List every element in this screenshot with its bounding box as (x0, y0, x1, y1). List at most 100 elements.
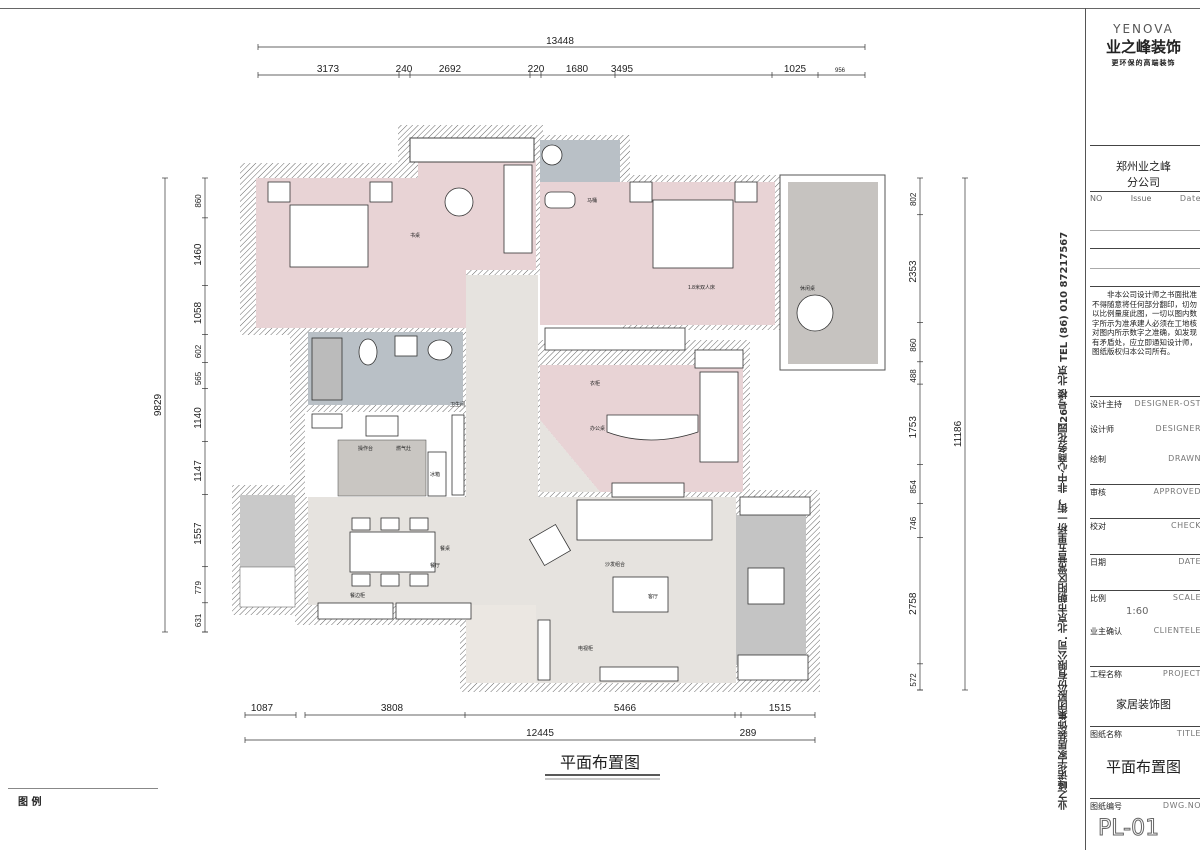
sofa (577, 500, 712, 540)
walk-in-closet (410, 138, 534, 162)
nightstand (735, 182, 757, 202)
slogan: 更环保的高端装饰 (1086, 58, 1200, 68)
legend-title: 图 例 (18, 793, 158, 808)
washer (395, 336, 417, 356)
office-desk (607, 415, 698, 440)
dimension-text: 3173 (317, 64, 340, 75)
balcony (788, 182, 878, 364)
toilet (359, 339, 377, 365)
dimension-text: 13448 (546, 36, 574, 47)
wardrobe (504, 165, 532, 253)
nightstand (630, 182, 652, 202)
label-fridge: 冰箱 (430, 471, 440, 478)
dimension-text: 779 (194, 581, 203, 595)
dimension-text: 3808 (381, 703, 404, 714)
dimension-text: 5466 (614, 703, 637, 714)
row-value: SCALE (1173, 593, 1200, 604)
dimension-text: 1058 (193, 301, 204, 324)
dimension-text: 2758 (908, 592, 919, 615)
coffee-table (613, 577, 668, 612)
dimension-text: 220 (528, 64, 545, 75)
dimension-text: 1515 (769, 703, 792, 714)
row-label: 审核 (1090, 487, 1106, 498)
row-value: DRAWN (1168, 454, 1200, 465)
drawing-number: PL-01 (1098, 816, 1159, 841)
label-double-bed: 1.8米双人床 (688, 284, 715, 291)
chair (381, 574, 399, 586)
dimension-text: 1753 (908, 416, 919, 439)
label-counter: 操作台 (358, 445, 373, 452)
dimension-text: 11186 (953, 420, 964, 447)
nightstand (268, 182, 290, 202)
row-value: CLIENTELE (1154, 626, 1200, 637)
label-desk: 办公桌 (590, 425, 605, 432)
row-approved: 审核 APPROVED (1090, 484, 1200, 498)
chair (352, 574, 370, 586)
bed-2 (653, 200, 733, 268)
label-study-desk: 书桌 (410, 232, 420, 239)
label-leisure-table: 休闲桌 (800, 285, 815, 292)
dimension-text: 1680 (566, 64, 589, 75)
title-block: YENOVA 业之峰装饰 更环保的高端装饰 郑州业之峰 分公司 NO Issue… (1085, 8, 1200, 850)
dimension-text: 572 (909, 673, 918, 687)
desk-right (748, 568, 784, 604)
master-bed (290, 205, 368, 267)
left-balcony (240, 495, 295, 567)
drawing-title-value: 平面布置图 (1086, 756, 1200, 777)
issue-label: Issue (1131, 194, 1152, 203)
label-stove: 燃气灶 (396, 445, 411, 452)
row-label: 设计师 (1090, 424, 1114, 435)
cabinet (740, 497, 810, 515)
brand-cn: 业之峰装饰 (1086, 36, 1200, 57)
label-sideboard: 餐边柜 (350, 592, 365, 599)
kitchen-island (338, 440, 426, 496)
row-value: DWG.NO (1163, 801, 1200, 812)
row-label: 图纸名称 (1090, 729, 1122, 740)
scale-value: 1:60 (1126, 606, 1148, 617)
row-value: APPROVED (1153, 487, 1200, 498)
wardrobe-row (545, 328, 685, 350)
brand-en: YENOVA (1086, 22, 1200, 36)
dimension-text: 602 (194, 344, 203, 358)
row-designer: 设计师 DESIGNER (1090, 422, 1200, 435)
basin (542, 145, 562, 165)
label-wardrobe: 衣柜 (590, 380, 600, 387)
nightstand (370, 182, 392, 202)
divider (1090, 230, 1200, 231)
label-bathroom: 卫生间 (450, 401, 465, 408)
toilet (545, 192, 575, 208)
shower (312, 338, 342, 400)
corridor (466, 275, 538, 500)
tall-cabinet (452, 415, 464, 495)
dimension-text: 1557 (193, 522, 204, 545)
stove (366, 416, 398, 436)
dimension-text: 488 (909, 369, 918, 383)
sink (312, 414, 342, 428)
shoe-cabinet (538, 620, 550, 680)
cabinet (738, 655, 808, 680)
row-value: DESIGNER-OST (1135, 399, 1200, 410)
row-label: 业主确认 (1090, 626, 1122, 637)
entry-area (466, 605, 536, 683)
dimension-text: 631 (194, 613, 203, 627)
label-dining-room: 餐厅 (430, 562, 440, 569)
label-tv-cabinet: 电视柜 (578, 645, 593, 652)
divider (1090, 145, 1200, 146)
dimension-text: 1025 (784, 64, 807, 75)
row-value: DESIGNER (1156, 424, 1200, 435)
chair (381, 518, 399, 530)
row-label: 比例 (1090, 593, 1106, 604)
sideboard (318, 603, 393, 619)
branch-line2: 分公司 (1086, 174, 1200, 190)
row-label: 工程名称 (1090, 669, 1122, 680)
label-sofa: 沙发组合 (605, 561, 625, 568)
sideboard (396, 603, 471, 619)
label-dining-table: 餐桌 (440, 545, 450, 552)
branch-line1: 郑州业之峰 (1086, 158, 1200, 174)
issue-no: NO (1090, 194, 1102, 203)
dimension-text: 565 (194, 371, 203, 385)
row-label: 图纸编号 (1090, 801, 1122, 812)
